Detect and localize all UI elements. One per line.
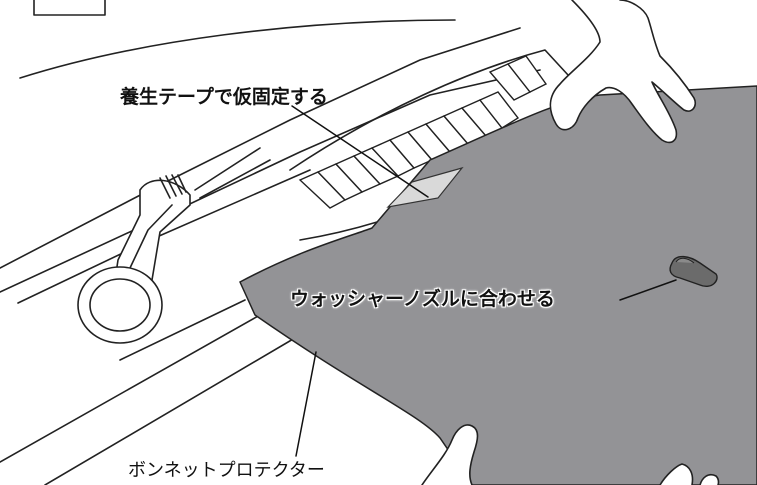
vent-slot xyxy=(478,91,520,129)
bonnet-line-3 xyxy=(119,299,246,361)
wiper-arm-inner xyxy=(129,204,173,269)
wiper-arm-line xyxy=(194,147,261,191)
hand-top xyxy=(549,0,697,144)
leader-protector xyxy=(295,351,317,457)
washer-nozzle xyxy=(669,255,718,287)
cowl-edge-bottom xyxy=(0,69,541,293)
tape-piece xyxy=(386,166,464,208)
label-tape: 養生テープで仮固定する xyxy=(120,86,328,108)
hand-bottom-right xyxy=(659,463,694,485)
hand-bottom-right-2 xyxy=(699,473,720,485)
label-washer-nozzle: ウォッシャーノズルに合わせる xyxy=(290,288,555,310)
hand-bottom-left xyxy=(421,424,479,485)
windshield-edge xyxy=(19,19,456,79)
bonnet-line-1 xyxy=(0,314,261,463)
wiper-arm-line-2 xyxy=(199,159,271,199)
frame-corner xyxy=(33,0,106,16)
wiper-blade-teeth xyxy=(159,174,187,199)
cowl-edge-top xyxy=(0,27,521,269)
leader-tape xyxy=(291,105,429,198)
wiper-pivot-inner xyxy=(89,278,151,332)
bonnet-line-2 xyxy=(44,334,301,485)
vent-slot xyxy=(506,55,548,93)
cowl-panel-top xyxy=(289,49,581,171)
label-bonnet-protector: ボンネットプロテクター xyxy=(128,460,325,481)
leader-nozzle xyxy=(619,279,677,301)
